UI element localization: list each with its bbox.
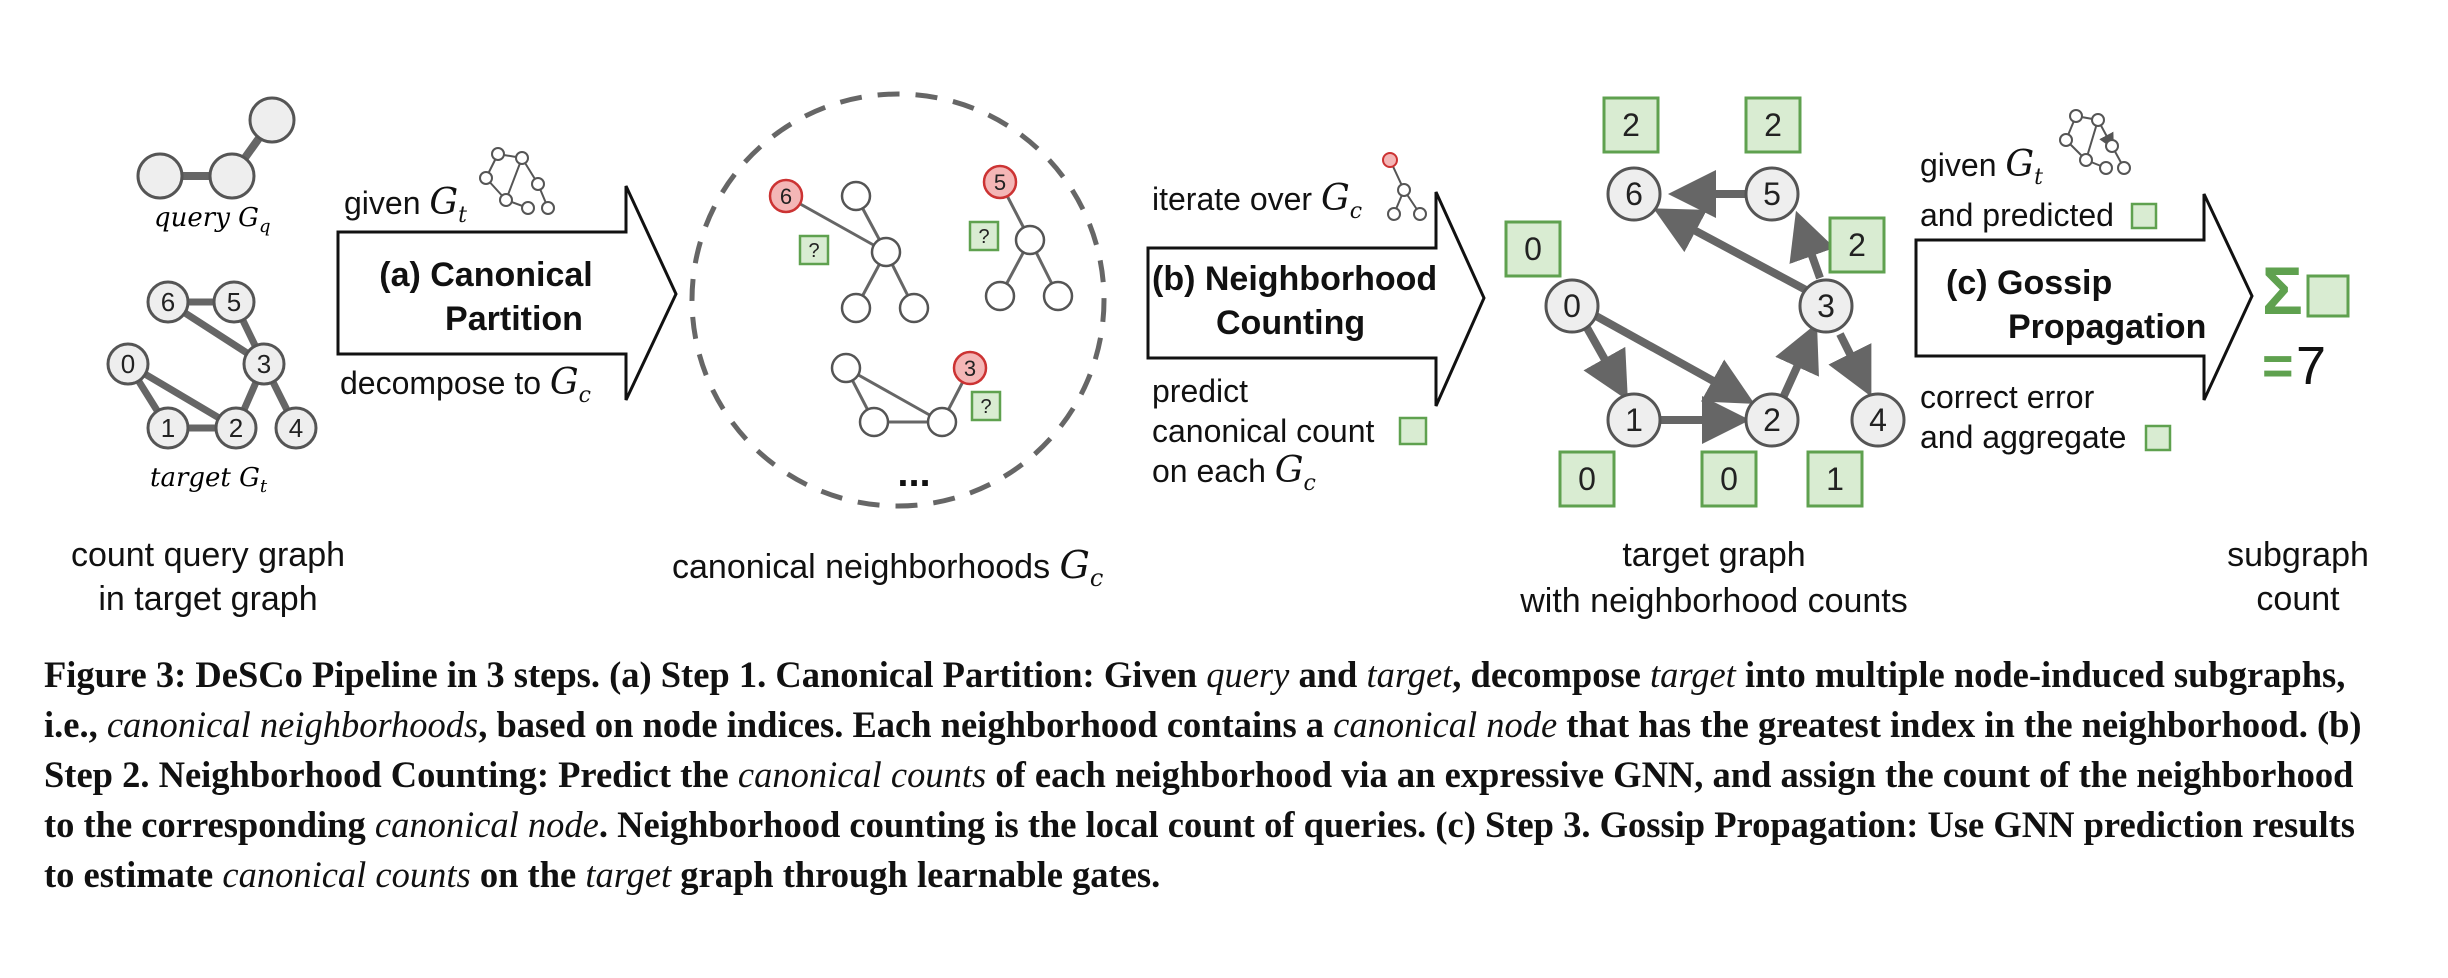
count-box (1602, 96, 1660, 154)
stage-c-correct-line2: and aggregate (1920, 419, 2126, 455)
canonical-node (952, 350, 988, 386)
left-caption-line2: in target graph (98, 580, 317, 618)
node-label: 5 (1763, 176, 1781, 212)
count-placeholder-box (968, 220, 1000, 252)
canonical-node (982, 164, 1018, 200)
canonical-node-label: 5 (994, 170, 1006, 195)
count-value: 0 (1578, 461, 1596, 497)
stage-b-mini-graph-icon (1382, 152, 1427, 221)
neighborhoods-dashed-circle (689, 91, 1107, 509)
stage-c-mini-graph-icon (2059, 109, 2131, 175)
tnode-label: 4 (289, 413, 303, 443)
figure-caption: Figure 3: DeSCo Pipeline in 3 steps. (a)… (44, 654, 2362, 895)
stage-b-arrow (1146, 191, 1486, 407)
stage-a-arrow (336, 185, 678, 401)
stage-a-decompose: decompose to Gc (340, 362, 591, 408)
tnode-label: 3 (257, 349, 271, 379)
stage-a-mini-graph-icon (479, 147, 555, 215)
count-box (1558, 450, 1616, 508)
stage-a-title-line1: (a) Canonical (379, 256, 592, 294)
count-placeholder-label: ? (980, 396, 991, 418)
count-placeholder-label: ? (808, 240, 819, 262)
tnode-label: 0 (121, 349, 135, 379)
neighborhoods-caption: canonical neighborhoods Gc (672, 543, 1103, 592)
count-legend-box (2130, 202, 2158, 230)
sum-icon: Σ (2262, 253, 2303, 329)
result-value: 7 (2296, 336, 2326, 396)
target-caption-line1: target graph (1622, 536, 1805, 574)
stage-b-title-line2: Counting (1216, 304, 1365, 342)
canonical-node-label: 3 (964, 356, 976, 381)
neighborhood-3: 3 ? (830, 350, 1002, 438)
stage-c-title-line2: Propagation (2008, 308, 2206, 346)
target-caption-line2: with neighborhood counts (1519, 582, 1908, 620)
target-graph-small: 6 5 0 3 1 2 4 (106, 280, 318, 450)
stage-b-iterate: iterate over Gc (1152, 178, 1362, 224)
stage-c-predicted: and predicted (1920, 197, 2114, 233)
count-placeholder-box (798, 234, 830, 266)
count-placeholder-label: ? (978, 226, 989, 248)
tnode-label: 2 (229, 413, 243, 443)
stage-b-predict-line3: on each Gc (1152, 450, 1316, 496)
count-value: 2 (1764, 107, 1782, 143)
node-label: 6 (1625, 176, 1643, 212)
tnode-label: 1 (161, 413, 175, 443)
stage-c-arrow (1914, 193, 2254, 401)
count-box (1744, 96, 1802, 154)
stage-b-predict-line2: canonical count (1152, 413, 1374, 449)
left-caption-line1: count query graph (71, 536, 345, 574)
count-placeholder-box (970, 390, 1002, 422)
count-value: 2 (1848, 227, 1866, 263)
stage-a-given: given Gt (344, 182, 467, 228)
pipeline-diagram: query Gq 6 5 0 3 1 2 (71, 91, 2369, 620)
node-label: 3 (1817, 288, 1835, 324)
tnode-label: 5 (227, 287, 241, 317)
target-graph-counts: 0 1 2 3 4 5 6 0 0 0 2 1 2 2 (1504, 96, 1906, 508)
result-caption-line1: subgraph (2227, 536, 2369, 574)
stage-c-title-line1: (c) Gossip (1946, 264, 2112, 302)
count-box (1504, 220, 1562, 278)
neighborhood-6: 6 ? (768, 178, 930, 324)
count-box (1828, 216, 1886, 274)
node-label: 4 (1869, 402, 1887, 438)
stage-c-correct-line1: correct error (1920, 379, 2095, 415)
count-box (1806, 450, 1864, 508)
stage-c-given: given Gt (1920, 144, 2043, 190)
stage-a-title-line2: Partition (445, 300, 583, 338)
query-graph (136, 96, 296, 200)
count-legend-box (2144, 424, 2172, 452)
sum-box (2306, 274, 2350, 318)
node-label: 1 (1625, 402, 1643, 438)
count-value: 0 (1720, 461, 1738, 497)
ellipsis: ... (897, 451, 930, 495)
canonical-node-label: 6 (780, 184, 792, 209)
result-caption-line2: count (2256, 580, 2340, 618)
neighborhood-5: 5 ? (968, 164, 1074, 312)
node-label: 2 (1763, 402, 1781, 438)
count-box (1700, 450, 1758, 508)
node-label: 0 (1563, 288, 1581, 324)
equals-sign: = (2262, 336, 2294, 396)
stage-b-title-line1: (b) Neighborhood (1152, 260, 1437, 298)
tnode-label: 6 (161, 287, 175, 317)
count-value: 0 (1524, 231, 1542, 267)
target-label: target Gt (150, 463, 268, 497)
count-value: 2 (1622, 107, 1640, 143)
count-legend-box (1398, 416, 1428, 446)
canonical-node (768, 178, 804, 214)
query-label: query Gq (154, 203, 270, 237)
stage-b-predict-line1: predict (1152, 373, 1248, 409)
count-value: 1 (1826, 461, 1844, 497)
